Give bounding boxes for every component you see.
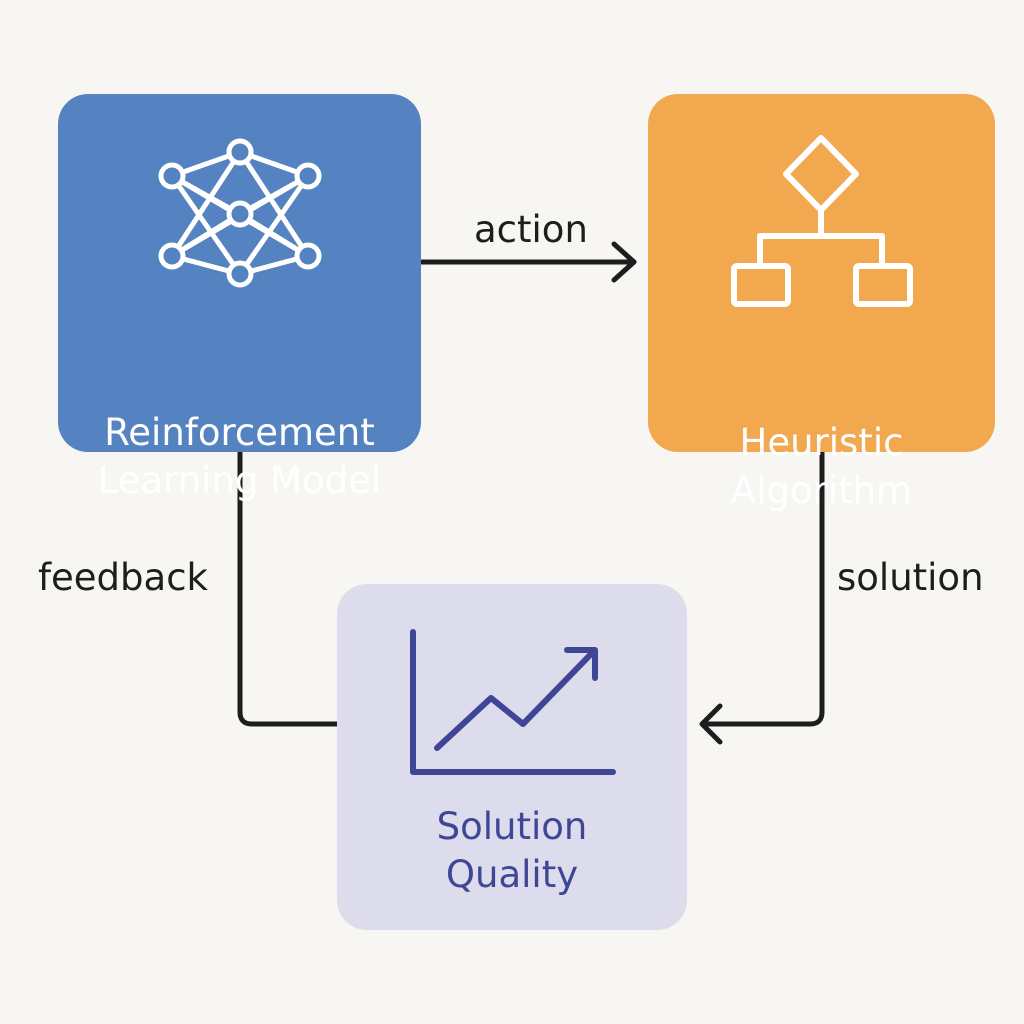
solution-edge-label: solution [837,556,984,599]
solution-arrow [699,449,825,745]
heuristic-algorithm-label: Heuristic Algorithm [730,421,913,512]
rl-model-label: Reinforcement Learning Model [97,411,382,502]
action-arrow [418,241,637,283]
trend-up-chart-icon [407,628,617,778]
neural-network-icon [152,134,328,294]
flowchart-icon [728,130,918,310]
action-edge-label: action [474,208,588,251]
heuristic-algorithm-node: Heuristic Algorithm [648,94,995,512]
solution-quality-label: Solution Quality [436,805,588,896]
feedback-edge-label: feedback [38,556,208,599]
solution-quality-node: Solution Quality [337,584,687,930]
feedback-connector [237,449,340,727]
rl-model-node: Reinforcement Learning Model [58,94,421,502]
